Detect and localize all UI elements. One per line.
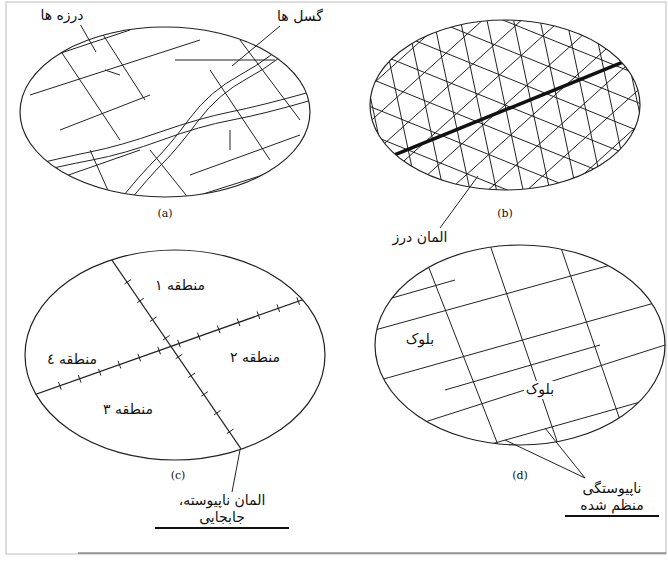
- mesh-line: [207, 41, 668, 266]
- mesh-line: [237, 0, 668, 193]
- tick-mark: [178, 340, 181, 348]
- figure-letter: (a): [155, 207, 174, 221]
- mesh-line: [230, 0, 668, 248]
- tick-mark: [188, 373, 195, 378]
- mesh-line: [341, 0, 466, 420]
- mesh-line: [315, 0, 440, 425]
- tick-mark: [137, 298, 144, 303]
- tick-mark: [158, 347, 161, 355]
- mesh-line: [160, 0, 606, 170]
- tick-mark: [98, 368, 101, 376]
- discontinuity-label: ناپیوستگی منظم شده: [565, 480, 659, 517]
- mesh-line: [392, 0, 517, 409]
- tick-mark: [227, 429, 234, 434]
- element-label: المان ناپیوسته، جابجایی: [155, 492, 289, 529]
- mesh-line: [195, 0, 641, 209]
- mesh-line: [212, 0, 658, 228]
- tick-mark: [198, 333, 201, 341]
- mesh-line: [265, 0, 390, 436]
- zone-label: منطقه ٤: [45, 351, 99, 369]
- mesh-line: [493, 0, 618, 388]
- figure-letter: (b): [495, 207, 515, 221]
- tick-mark: [277, 304, 280, 312]
- mesh-line: [266, 0, 668, 121]
- tick-mark: [297, 297, 300, 305]
- mesh-line: [256, 0, 668, 145]
- mesh-line: [421, 59, 668, 460]
- mesh-line: [369, 1, 668, 402]
- mesh-line: [227, 0, 668, 217]
- block-label: بلوک: [524, 381, 556, 399]
- mesh-line: [299, 0, 668, 325]
- mesh-line: [285, 0, 668, 73]
- joint-label: درزه ها: [38, 7, 85, 25]
- tick-mark: [237, 319, 240, 327]
- zone-label: منطقه ۳: [101, 401, 155, 419]
- mesh-line: [178, 0, 624, 190]
- mesh-line: [621, 0, 668, 361]
- mesh-line: [247, 0, 668, 267]
- tick-mark: [150, 317, 157, 322]
- tick-mark: [138, 354, 141, 362]
- tick-mark: [163, 336, 170, 341]
- mesh-line: [149, 185, 668, 410]
- mesh-line: [217, 17, 668, 242]
- mesh-line: [468, 0, 593, 393]
- mesh-line: [143, 0, 589, 151]
- tick-mark: [78, 375, 81, 383]
- mesh-line: [178, 113, 668, 338]
- figure-letter: (d): [510, 469, 530, 483]
- tick-mark: [59, 382, 62, 390]
- tick-mark: [217, 326, 220, 334]
- tick-mark: [124, 279, 131, 284]
- mesh-line: [295, 0, 668, 49]
- tick-mark: [257, 311, 260, 319]
- tick-mark: [176, 354, 183, 359]
- mesh-line: [159, 161, 668, 386]
- tick-mark: [118, 361, 121, 369]
- mesh-line: [265, 0, 668, 286]
- fault-label: گسل ها: [275, 8, 325, 26]
- zone-label: منطقه ۱: [153, 277, 207, 295]
- block-label: بلوک: [404, 331, 436, 349]
- mesh-line: [366, 0, 491, 415]
- tick-mark: [201, 392, 208, 397]
- mesh-line: [188, 89, 668, 314]
- zone-label: منطقه ۲: [228, 349, 282, 367]
- mesh-line: [544, 0, 668, 377]
- mesh-line: [317, 0, 668, 344]
- mesh-line: [352, 0, 668, 383]
- mesh-line: [386, 20, 668, 421]
- mesh-line: [290, 0, 415, 431]
- mesh-line: [239, 0, 364, 442]
- element-label: المان درز: [390, 229, 449, 247]
- mesh-line: [276, 0, 668, 97]
- mesh-line: [646, 0, 668, 355]
- mesh-line: [282, 0, 668, 306]
- mesh-line: [168, 137, 668, 362]
- mesh-line: [519, 0, 644, 382]
- tick-mark: [214, 410, 221, 415]
- figure-letter: (c): [169, 469, 188, 483]
